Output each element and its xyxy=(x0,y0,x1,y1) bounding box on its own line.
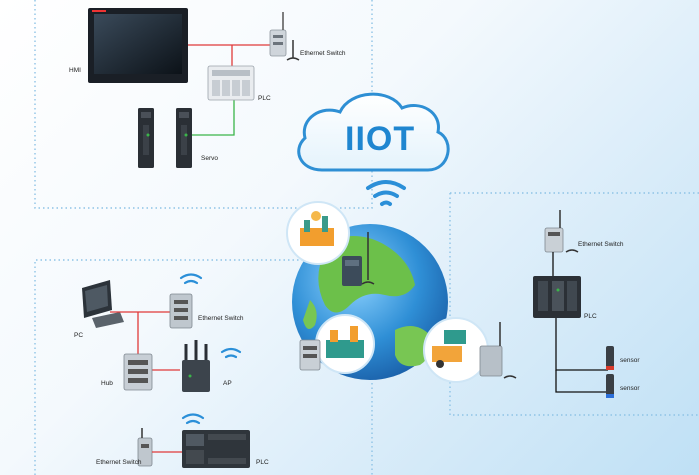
sensor-1 xyxy=(606,346,614,370)
switch-bottom-label: Ethernet Switch xyxy=(96,459,142,466)
plc-bottom xyxy=(182,430,250,468)
pc-label: PC xyxy=(74,332,83,339)
servo-drives xyxy=(138,108,192,168)
link-plc-sensor2 xyxy=(555,370,608,393)
bottom-left-section: PC Ethernet Switch Hub xyxy=(74,273,269,468)
ap-label: AP xyxy=(223,380,232,387)
pc-device xyxy=(82,280,124,328)
ethernet-switch-right xyxy=(544,210,579,253)
switch-top-label: Ethernet Switch xyxy=(300,50,346,57)
servo-label: Servo xyxy=(201,155,218,162)
wifi-icon xyxy=(366,180,406,206)
ethernet-switch-bottom-left xyxy=(169,293,193,329)
gateway-device-right xyxy=(479,322,517,379)
frame-right xyxy=(449,192,699,416)
plc-right xyxy=(533,276,581,318)
hub-device xyxy=(123,353,153,391)
sensor-2 xyxy=(606,374,614,398)
switch-bottom-top-label: Ethernet Switch xyxy=(198,315,244,322)
gateway-device-center xyxy=(342,232,375,286)
link-plc-servo xyxy=(184,100,235,136)
plc-top xyxy=(207,65,255,101)
ap-device xyxy=(182,340,210,392)
factory-bubble-right xyxy=(423,317,489,383)
hmi-device xyxy=(88,8,188,83)
plc-right-label: PLC xyxy=(584,313,597,320)
top-left-section: HMI Ethernet Switch PLC xyxy=(69,8,346,168)
wifi-icon-plc xyxy=(181,413,205,425)
ethernet-switch-top xyxy=(269,12,300,61)
frame-top-left xyxy=(34,0,373,209)
link-plc-sensor1 xyxy=(555,318,608,371)
iiot-cloud: IIOT xyxy=(297,92,450,172)
switch-device-center-left xyxy=(299,339,321,371)
factory-bubble-top xyxy=(286,201,350,265)
hub-label: Hub xyxy=(101,380,113,387)
factory-bubble-bottom xyxy=(315,314,375,374)
iiot-title: IIOT xyxy=(345,120,415,158)
hmi-label: HMI xyxy=(69,67,81,74)
plc-bottom-label: PLC xyxy=(256,459,269,466)
wifi-icon-switch xyxy=(179,273,203,285)
wifi-icon-ap xyxy=(220,347,242,359)
plc-top-label: PLC xyxy=(258,95,271,102)
switch-right-label: Ethernet Switch xyxy=(578,241,624,248)
frame-bottom-left xyxy=(34,259,373,475)
sensor-2-label: sensor xyxy=(620,385,640,392)
right-section: Ethernet Switch PLC sensor sensor xyxy=(533,210,640,398)
sensor-1-label: sensor xyxy=(620,357,640,364)
